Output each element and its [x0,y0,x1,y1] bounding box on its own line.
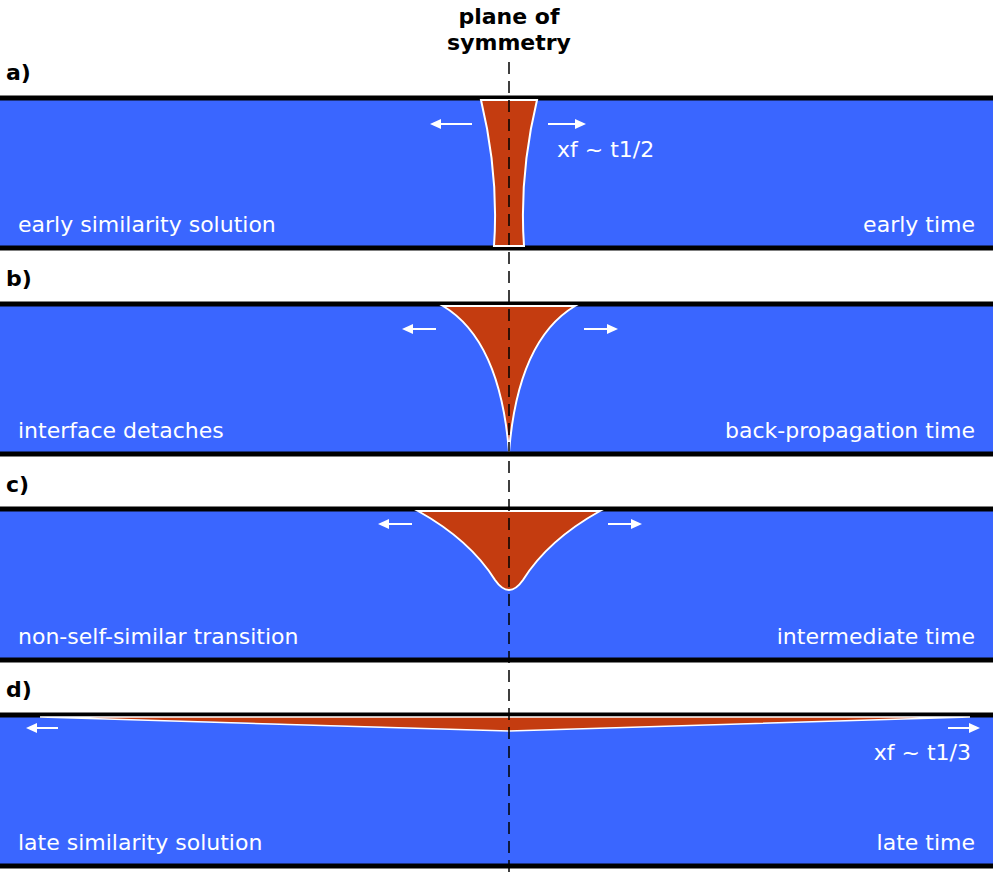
time-label: early time [863,212,975,238]
time-label: late time [877,830,975,856]
flow-panel: non-self-similar transition intermediate … [0,512,993,658]
symmetry-line [508,62,510,875]
flow-panel: xf ~ t1/2 early similarity solution early … [0,101,993,246]
symmetry-label: plane of symmetry [434,4,584,56]
time-label: intermediate time [777,624,975,650]
panel-c-art [0,509,993,660]
panel-letter: c) [6,472,29,498]
stage-name: early similarity solution [18,212,276,238]
panel-a-art [0,98,993,248]
stage-name: late similarity solution [18,830,262,856]
time-label: back-propagation time [725,418,975,444]
stage-name: non-self-similar transition [18,624,298,650]
panel-letter: b) [6,266,32,292]
panel-letter: a) [6,60,31,86]
flow-panel: interface detaches back-propagation time [0,307,993,452]
panel-d-art [0,715,993,866]
stage-name: interface detaches [18,418,224,444]
panel-b-art [0,304,993,454]
panel-letter: d) [6,677,32,703]
front-law: xf ~ t1/2 [557,137,654,163]
front-law: xf ~ t1/3 [874,740,971,766]
flow-panel: late similarity solution late time xf ~ t1… [0,718,993,864]
